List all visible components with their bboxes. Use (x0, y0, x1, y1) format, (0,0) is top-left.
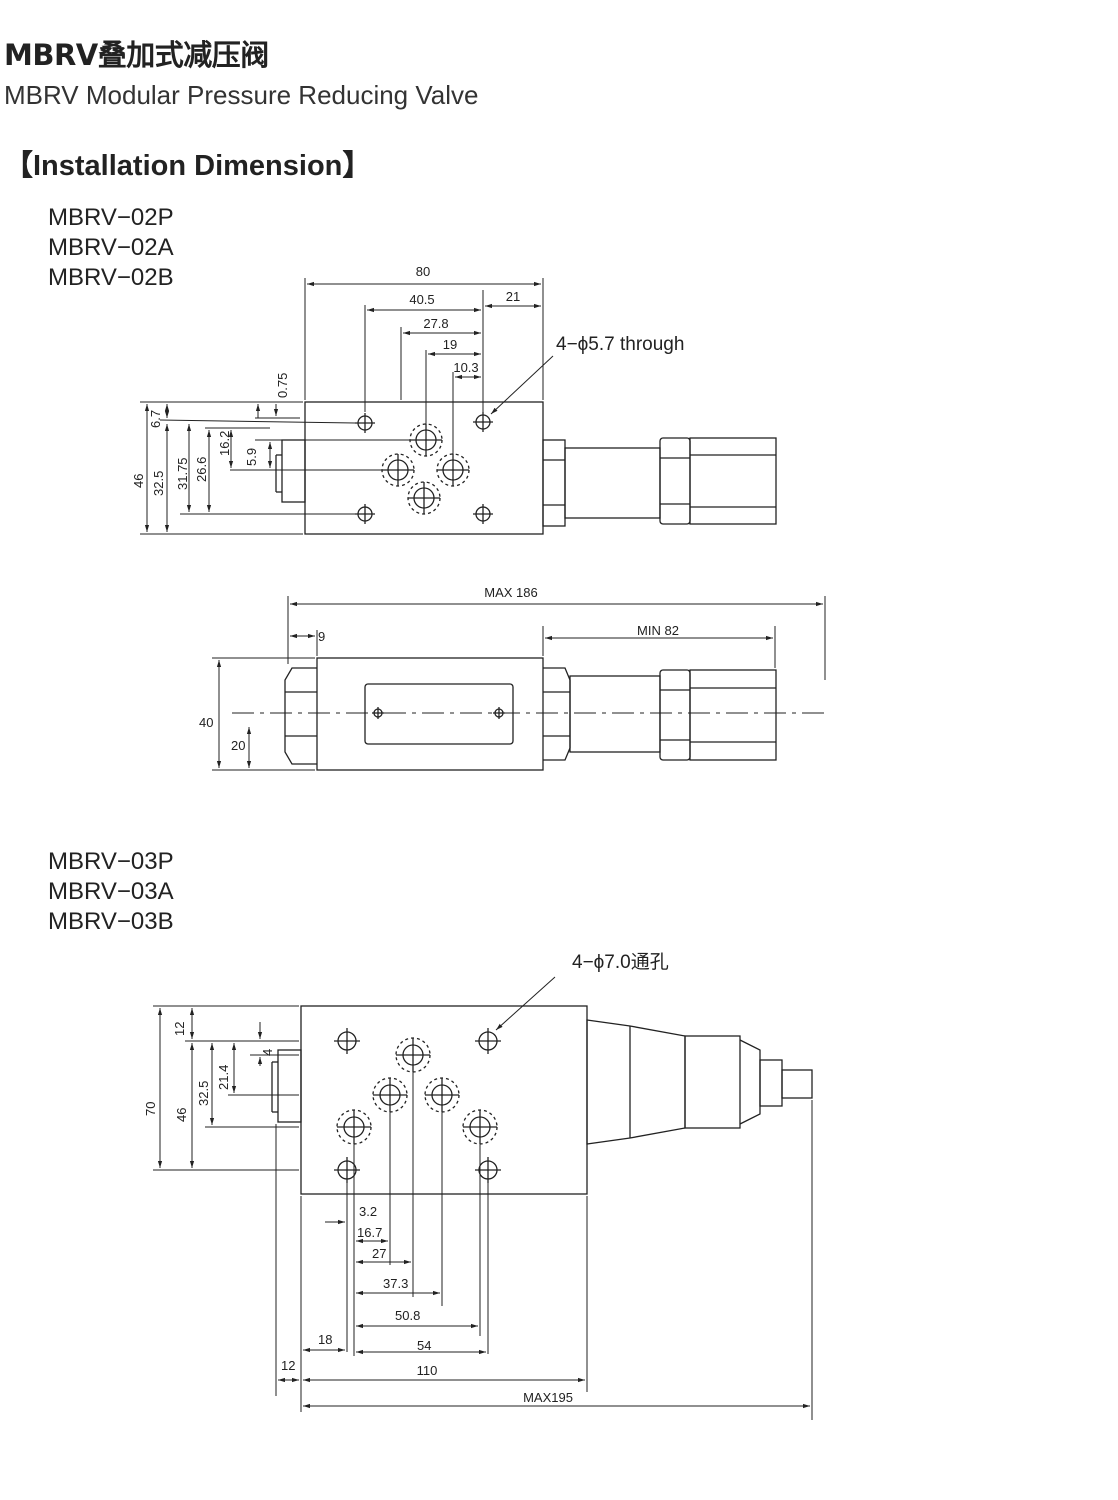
dim-label: 16.7 (357, 1225, 382, 1240)
drawing-02-front-labels: 80 40.5 21 27.8 19 10.3 4−ϕ5.7 through 0… (131, 264, 684, 496)
dim-label: 80 (416, 264, 430, 279)
dim-label: 54 (417, 1338, 431, 1353)
dim-label: 10.3 (453, 360, 478, 375)
dim-label: 40.5 (409, 292, 434, 307)
dim-label: 27 (372, 1246, 386, 1261)
dim-label: 0.75 (275, 373, 290, 398)
page-title: MBRV叠加式减压阀 (4, 38, 269, 72)
dim-label: 5.9 (244, 448, 259, 466)
model-list-02: MBRV−02P MBRV−02A MBRV−02B (48, 203, 174, 293)
name-plate (364, 683, 514, 745)
dim-label: MIN 82 (637, 623, 679, 638)
dim-label: 70 (143, 1102, 158, 1116)
model-label: MBRV−03P (48, 848, 174, 875)
drawing-02-side-labels: MAX 186 MIN 82 9 40 20 (199, 585, 679, 753)
dim-label: 21.4 (216, 1065, 231, 1090)
flow-ports (381, 423, 470, 515)
model-label: MBRV−02B (48, 264, 174, 291)
dim-label: 31.75 (175, 457, 190, 490)
model-list-03: MBRV−03P MBRV−03A MBRV−03B (48, 847, 174, 937)
dim-label: MAX 186 (484, 585, 537, 600)
dim-label: 20 (231, 738, 245, 753)
drawing-03-front-view (153, 976, 813, 1420)
dim-label: 110 (417, 1363, 438, 1378)
valve-body-03 (300, 1005, 588, 1195)
dim-label: 46 (131, 474, 146, 488)
hole-note: 4−ϕ5.7 through (556, 334, 684, 355)
page-subtitle: MBRV Modular Pressure Reducing Valve (4, 80, 479, 110)
drawing-02-front-view (140, 278, 777, 535)
drawing-02-side-view (212, 596, 830, 771)
dim-label: 16.2 (217, 431, 232, 456)
model-label: MBRV−02P (48, 204, 174, 231)
dim-label: 3.2 (359, 1204, 377, 1219)
hole-note: 4−ϕ7.0通孔 (572, 951, 669, 973)
valve-body-side (316, 657, 544, 771)
dim-label: 50.8 (395, 1308, 420, 1323)
dim-label: 6.7 (148, 410, 163, 428)
dim-label: MAX195 (523, 1390, 573, 1405)
model-label: MBRV−03A (48, 878, 174, 905)
dim-label: 19 (443, 337, 457, 352)
dim-label: 27.8 (423, 316, 448, 331)
dim-label: 40 (199, 715, 213, 730)
mounting-holes (355, 412, 493, 524)
dim-label: 37.3 (383, 1276, 408, 1291)
dim-label: 18 (318, 1332, 332, 1347)
section-heading: 【Installation Dimension】 (4, 150, 372, 182)
dim-label: 32.5 (196, 1081, 211, 1106)
model-label: MBRV−02A (48, 234, 174, 261)
dim-label: 32.5 (151, 471, 166, 496)
dim-label: 26.6 (194, 457, 209, 482)
dim-label: 46 (174, 1108, 189, 1122)
drawing-03-labels: 4−ϕ7.0通孔 12 4 21.4 32.5 46 70 3.2 16.7 2… (143, 951, 669, 1405)
mounting-holes-03 (334, 1028, 501, 1183)
dim-label: 4 (260, 1049, 275, 1056)
model-label: MBRV−03B (48, 908, 174, 935)
dim-label: 12 (281, 1358, 295, 1373)
dim-label: 9 (318, 629, 325, 644)
dim-label: 21 (506, 289, 520, 304)
flow-ports-03 (336, 1037, 498, 1145)
dim-label: 12 (172, 1022, 187, 1036)
